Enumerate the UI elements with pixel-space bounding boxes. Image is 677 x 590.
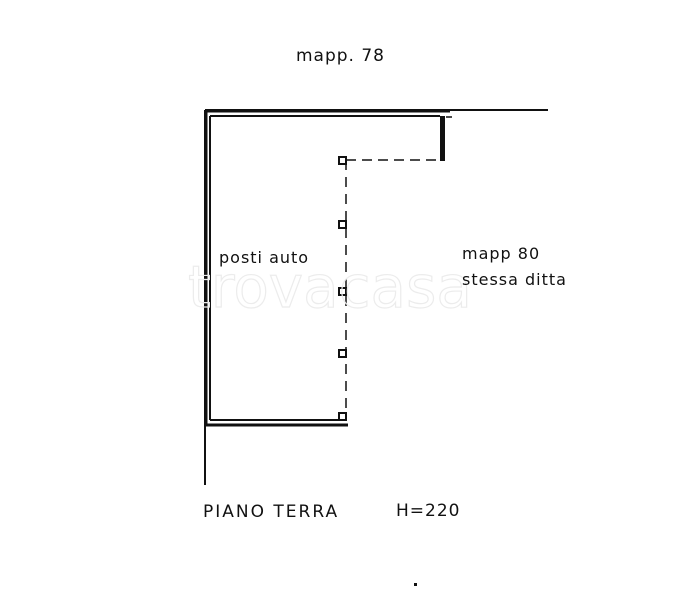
pillar-icons	[338, 156, 347, 421]
north-parcel-label: mapp. 78	[296, 46, 385, 66]
room-label: posti auto	[219, 248, 310, 267]
wall-stub-right	[440, 116, 445, 161]
east-parcel-label: mapp 80	[462, 244, 541, 263]
east-parcel-owner-label: stessa ditta	[462, 270, 567, 289]
watermark: trovacasa	[187, 252, 472, 321]
floor-title: PIANO TERRA	[203, 502, 340, 522]
ceiling-height-label: H=220	[396, 501, 461, 521]
ink-dot	[414, 583, 417, 586]
